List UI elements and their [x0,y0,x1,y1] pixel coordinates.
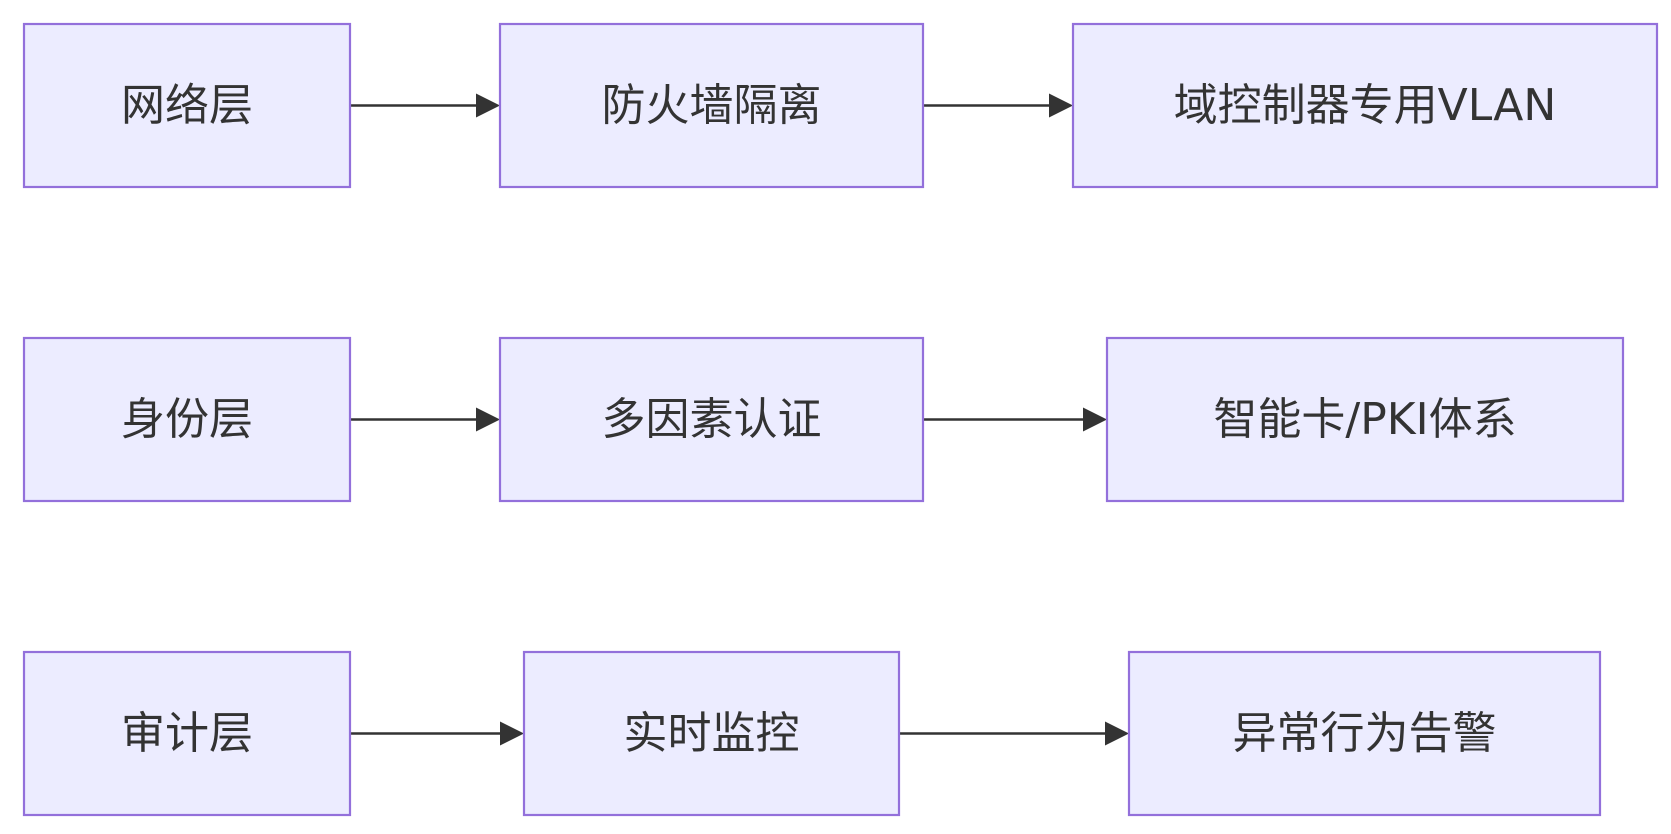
node-r3-c3: 异常行为告警 [1127,650,1602,817]
node-box [522,650,901,817]
edge-r3-1-to-2 [350,721,524,746]
node-label: 实时监控 [624,708,800,759]
arrowhead-icon [476,407,500,432]
node-label: 智能卡/PKI体系 [1213,394,1516,445]
node-box [1071,22,1659,189]
node-r2-c1: 身份层 [22,336,352,503]
edge-r2-2-to-3 [923,407,1107,432]
arrowhead-icon [500,721,524,746]
node-label: 域控制器专用VLAN [1174,80,1557,131]
edges-layer [350,93,1129,746]
arrowhead-icon [1049,93,1073,118]
node-box [498,22,925,189]
node-label: 防火墙隔离 [602,80,822,131]
node-box [1127,650,1602,817]
node-r2-c3: 智能卡/PKI体系 [1105,336,1625,503]
node-box [498,336,925,503]
arrowhead-icon [476,93,500,118]
arrowhead-icon [1083,407,1107,432]
node-box [22,22,352,189]
edge-r1-2-to-3 [923,93,1073,118]
node-r1-c3: 域控制器专用VLAN [1071,22,1659,189]
node-r1-c1: 网络层 [22,22,352,189]
node-r2-c2: 多因素认证 [498,336,925,503]
node-box [22,336,352,503]
node-r3-c1: 审计层 [22,650,352,817]
edge-r3-2-to-3 [899,721,1129,746]
node-box [1105,336,1625,503]
node-label: 审计层 [121,708,253,759]
edge-r2-1-to-2 [350,407,500,432]
node-label: 网络层 [121,80,253,131]
node-label: 异常行为告警 [1233,708,1497,759]
node-r1-c2: 防火墙隔离 [498,22,925,189]
node-label: 身份层 [121,394,253,445]
arrowhead-icon [1105,721,1129,746]
edge-r1-1-to-2 [350,93,500,118]
node-box [22,650,352,817]
node-label: 多因素认证 [602,394,822,445]
node-r3-c2: 实时监控 [522,650,901,817]
